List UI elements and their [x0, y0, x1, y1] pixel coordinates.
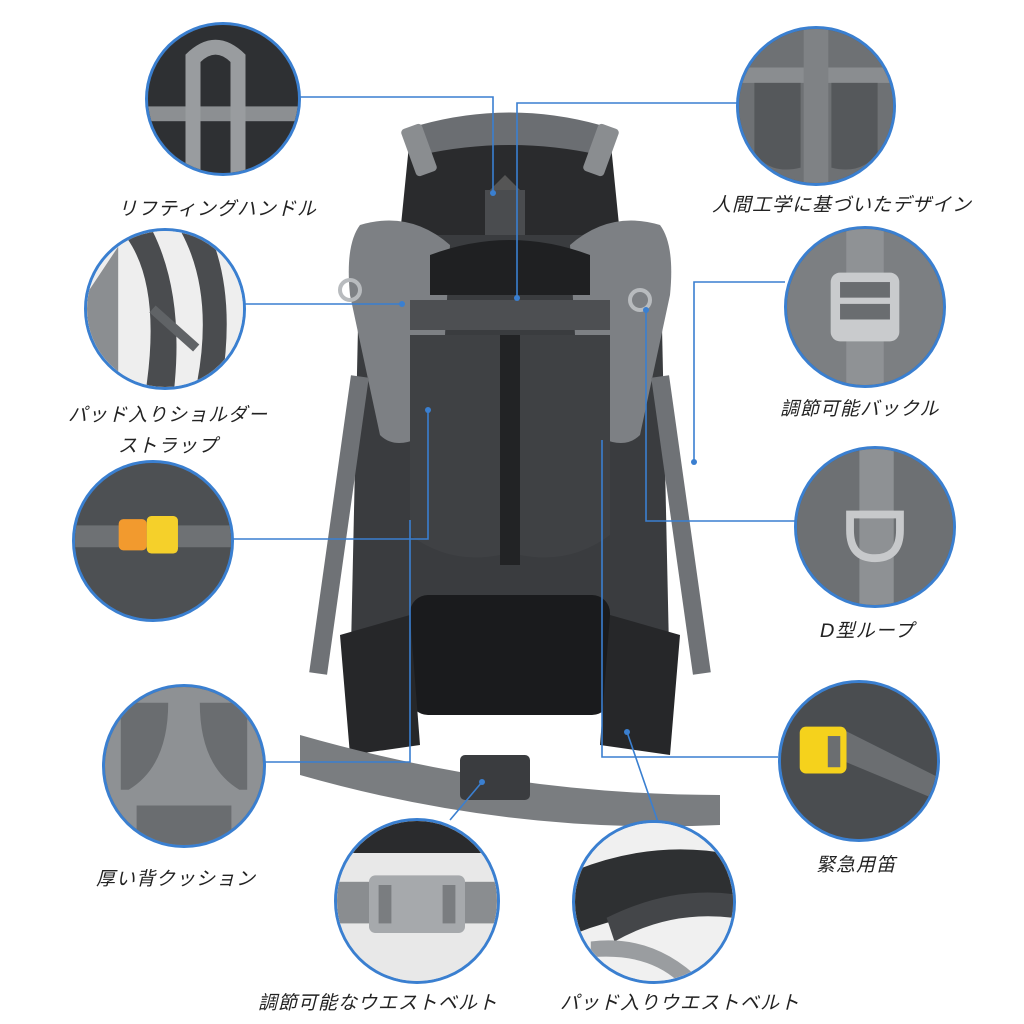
- callout-ergonomic-design: [736, 26, 896, 186]
- label-padded-shoulder-strap-line1: パッド入りショルダー: [67, 404, 268, 426]
- padded-waist-belt-closeup: [575, 823, 733, 981]
- label-ergonomic-design: 人間工学に基づいたデザイン: [712, 194, 973, 216]
- lifting-handle-closeup: [148, 25, 298, 173]
- label-padded-waist-belt: パッド入りウエストベルト: [560, 992, 801, 1014]
- callout-padded-shoulder-strap: [84, 228, 246, 390]
- adjustable-buckle-closeup: [787, 229, 943, 385]
- label-adjustable-waist-belt: 調節可能なウエストベルト: [258, 992, 499, 1014]
- shoulder-strap-closeup: [87, 231, 243, 387]
- label-lifting-handle: リフティングハンドル: [118, 198, 317, 220]
- back-cushion-closeup: [105, 687, 263, 845]
- label-padded-shoulder-strap: パッド入りショルダー ストラップ: [58, 400, 278, 458]
- label-padded-shoulder-strap-line2: ストラップ: [117, 435, 218, 457]
- callout-d-loop: [794, 446, 956, 608]
- label-adjustable-buckle: 調節可能バックル: [780, 398, 940, 420]
- label-emergency-whistle: 緊急用笛: [816, 854, 897, 876]
- backpack-illustration: [300, 112, 720, 827]
- callout-padded-waist-belt: [572, 820, 736, 984]
- label-thick-back-cushion: 厚い背クッション: [96, 868, 257, 890]
- callout-adjustable-buckle: [784, 226, 946, 388]
- emergency-whistle-closeup: [781, 683, 937, 839]
- callout-thick-back-cushion: [102, 684, 266, 848]
- waist-belt-buckle-closeup: [337, 821, 497, 981]
- callout-sternum-buckle: [72, 460, 234, 622]
- callout-lifting-handle: [145, 22, 301, 176]
- callout-adjustable-waist-belt: [334, 818, 500, 984]
- ergonomic-back-closeup: [739, 29, 893, 183]
- sternum-buckle-closeup: [75, 463, 231, 619]
- label-d-loop: D型ループ: [820, 620, 915, 642]
- d-loop-closeup: [797, 449, 953, 605]
- callout-emergency-whistle: [778, 680, 940, 842]
